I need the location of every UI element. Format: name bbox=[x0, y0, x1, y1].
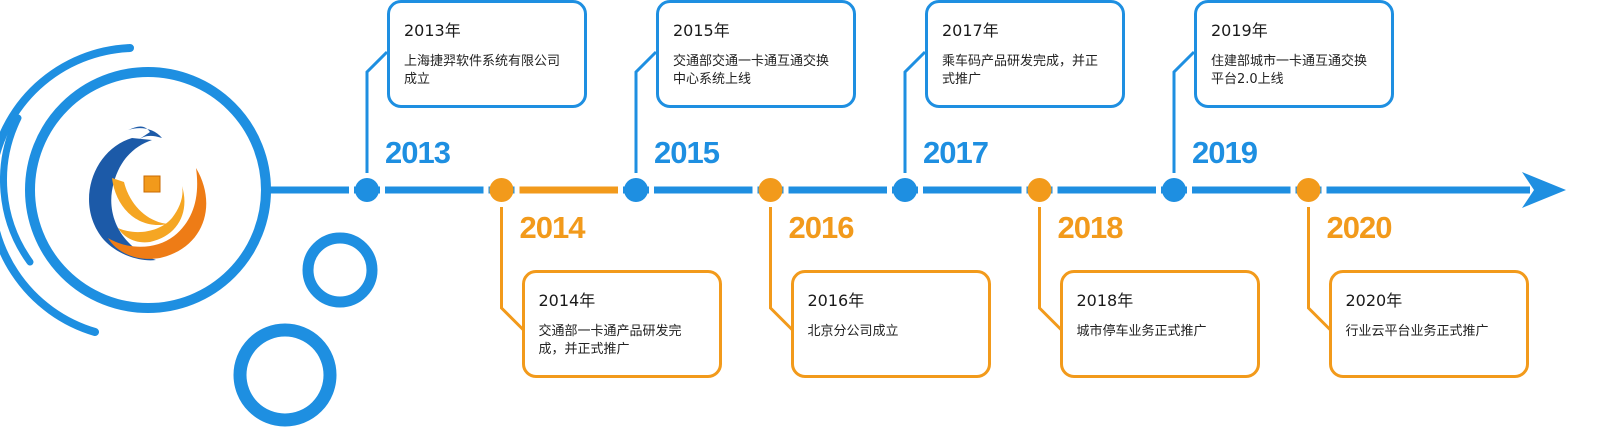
milestone-year-label: 2016 bbox=[788, 210, 855, 245]
milestone-card: 2017年乘车码产品研发完成，并正式推广 bbox=[925, 0, 1125, 108]
axis-arrow-head bbox=[1522, 172, 1566, 208]
timeline-axis bbox=[268, 50, 1566, 332]
milestone-card-title: 2013年 bbox=[404, 21, 461, 40]
outer-arc-ring-small bbox=[0, 114, 34, 266]
logo-blue-wave bbox=[128, 126, 162, 140]
milestone-connector bbox=[1172, 50, 1196, 173]
milestone-card-description: 交通部一卡通产品研发完成，并正式推广 bbox=[538, 324, 682, 357]
milestone-year-label: 2019 bbox=[1192, 135, 1258, 170]
milestone-year-label: 2013 bbox=[385, 135, 451, 170]
milestone-connector bbox=[903, 50, 927, 173]
milestone-card-description: 行业云平台业务正式推广 bbox=[1345, 324, 1489, 339]
milestone-dot bbox=[1296, 178, 1321, 202]
milestone-connector bbox=[1307, 207, 1332, 332]
milestone-card: 2018年城市停车业务正式推广 bbox=[1059, 270, 1260, 378]
milestone-card: 2014年交通部一卡通产品研发完成，并正式推广 bbox=[521, 270, 722, 378]
milestone-connector bbox=[769, 207, 794, 332]
milestone-dot bbox=[893, 178, 917, 202]
logo-orange-inner bbox=[118, 186, 185, 243]
milestone-card-description: 住建部城市一卡通互通交换平台2.0上线 bbox=[1211, 54, 1368, 87]
logo-orange-swirl bbox=[112, 178, 168, 226]
milestone-dot bbox=[624, 178, 648, 202]
milestone-card-title: 2019年 bbox=[1211, 21, 1268, 40]
milestone-year-label: 2017 bbox=[923, 135, 989, 170]
company-logo bbox=[89, 126, 207, 261]
milestone-dot bbox=[758, 178, 783, 202]
milestone-year-label: 2020 bbox=[1326, 210, 1393, 245]
milestone-card: 2015年交通部交通一卡通互通交换中心系统上线 bbox=[656, 0, 856, 108]
milestone-card-description: 上海捷羿软件系统有限公司成立 bbox=[404, 54, 561, 87]
logo-orange-crescent bbox=[108, 168, 207, 259]
milestone-dot bbox=[1162, 178, 1186, 202]
milestone-connector bbox=[365, 50, 389, 173]
logo-blue-crescent bbox=[89, 138, 156, 261]
milestone-card: 2013年上海捷羿软件系统有限公司成立 bbox=[387, 0, 587, 108]
milestone-card-description: 交通部交通一卡通互通交换中心系统上线 bbox=[673, 54, 830, 87]
milestone-dot bbox=[355, 178, 379, 202]
milestone-card-title: 2018年 bbox=[1076, 291, 1134, 310]
logo-square bbox=[143, 175, 161, 193]
milestone-connector bbox=[634, 50, 658, 173]
milestone-year-label: 2015 bbox=[654, 135, 720, 170]
milestone-year-label: 2018 bbox=[1057, 210, 1124, 245]
milestone-card-title: 2014年 bbox=[538, 291, 596, 310]
milestone-card: 2019年住建部城市一卡通互通交换平台2.0上线 bbox=[1194, 0, 1394, 108]
milestone-card-title: 2017年 bbox=[942, 21, 999, 40]
milestone-connector bbox=[1038, 207, 1063, 332]
milestone-dot bbox=[1027, 178, 1052, 202]
milestone-dot bbox=[489, 178, 514, 202]
milestone-card-title: 2016年 bbox=[807, 291, 865, 310]
milestone-card-description: 城市停车业务正式推广 bbox=[1076, 324, 1207, 339]
milestone-connector bbox=[500, 207, 525, 332]
milestone-year-label: 2014 bbox=[519, 210, 586, 245]
small-ring bbox=[302, 232, 378, 308]
milestone-card: 2020年行业云平台业务正式推广 bbox=[1328, 270, 1529, 378]
milestone-card: 2016年北京分公司成立 bbox=[790, 270, 991, 378]
medium-ring bbox=[233, 323, 337, 427]
milestone-card-title: 2020年 bbox=[1345, 291, 1403, 310]
milestone-card-description: 北京分公司成立 bbox=[807, 324, 899, 339]
outer-arc-ring bbox=[0, 44, 134, 336]
milestone-card-title: 2015年 bbox=[673, 21, 730, 40]
milestone-card-description: 乘车码产品研发完成，并正式推广 bbox=[942, 54, 1099, 87]
